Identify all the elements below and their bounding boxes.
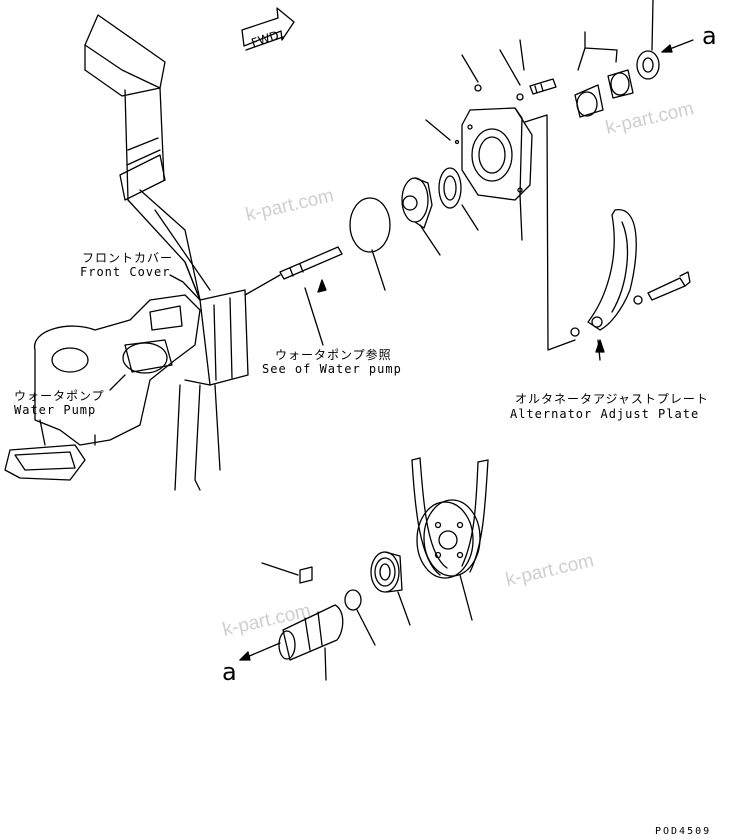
water-pump-label-jp: ウォータポンプ [14, 389, 105, 403]
bearing-nut [401, 177, 433, 229]
water-pump-ref-label-en: See of Water pump [262, 362, 402, 376]
o-ring [349, 197, 391, 253]
arrow-head-icon [239, 651, 251, 661]
fwd-arrow-icon: FWD [241, 7, 295, 51]
drawing-code: POD4509 [655, 826, 712, 837]
leader-lines [261, 0, 654, 681]
arrow-head-icon [661, 44, 673, 53]
alternator-adjust-plate [570, 209, 691, 337]
water-pump-body [4, 294, 211, 481]
water-pump-ref-label-jp: ウォータポンプ参照 [275, 348, 392, 362]
water-pump-label-en: Water Pump [14, 403, 97, 417]
front-cover-leader [169, 274, 201, 301]
drive-pulley [416, 499, 481, 579]
flange-bolt [516, 78, 557, 101]
bushing-pair [574, 69, 634, 118]
water-pump-leader [109, 374, 126, 391]
front-cover-label-en: Front Cover [80, 265, 171, 279]
ball-bearing [370, 551, 403, 593]
lock-washer [438, 167, 462, 209]
fwd-text: FWD [250, 28, 281, 50]
adjust-plate-label-en: Alternator Adjust Plate [510, 407, 700, 421]
arrow-head-icon [595, 339, 605, 353]
pump-shaft [244, 246, 343, 296]
front-cover-label-jp: フロントカバー [82, 251, 174, 265]
bearing-spacer [344, 589, 362, 611]
woodruff-key [299, 566, 313, 584]
spacer-washer [636, 50, 660, 80]
stub-shaft [278, 604, 344, 661]
ref-letter-bottom: a [222, 658, 237, 686]
bearing-housing [454, 84, 533, 201]
arrow-head-icon [317, 279, 327, 293]
ref-letter-top: a [702, 22, 717, 50]
adjust-plate-label-jp: オルタネータアジャストプレート [515, 392, 709, 406]
front-cover-body [84, 14, 249, 491]
